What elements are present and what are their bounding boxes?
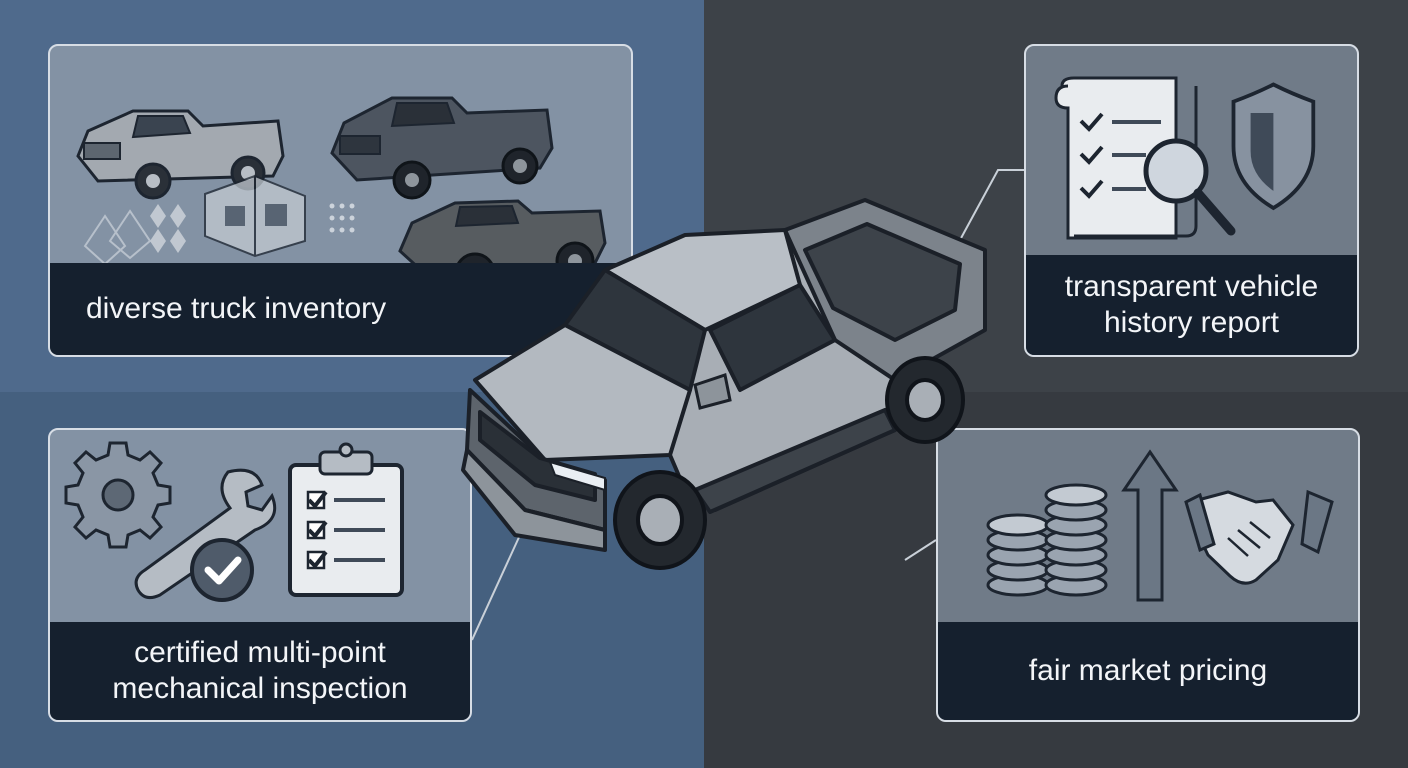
geometric-decoration-icon xyxy=(83,174,355,266)
inspection-illustration xyxy=(64,441,404,602)
magnifying-glass-icon xyxy=(1143,138,1236,236)
clipboard-checklist-icon xyxy=(288,442,404,597)
shield-icon xyxy=(1231,82,1316,211)
history-panel: transparent vehicle history report xyxy=(1024,44,1359,357)
truck-lineup-illustration xyxy=(76,96,607,266)
inspection-caption: certified multi-point mechanical inspect… xyxy=(50,622,470,720)
history-caption: transparent vehicle history report xyxy=(1026,255,1357,355)
inspection-label-line1: certified multi-point xyxy=(134,636,386,669)
report-document-icon xyxy=(1054,76,1198,240)
pricing-illustration xyxy=(986,449,1334,602)
pricing-panel: fair market pricing xyxy=(936,428,1360,722)
inspection-panel: certified multi-point mechanical inspect… xyxy=(48,428,472,722)
history-label-line2: history report xyxy=(1103,306,1280,339)
wrench-icon xyxy=(134,468,277,600)
central-pickup-truck-illustration xyxy=(461,198,987,570)
pickup-truck-icon xyxy=(330,96,554,200)
pricing-label: fair market pricing xyxy=(1028,654,1268,687)
checkmark-badge-icon xyxy=(190,538,254,602)
inventory-caption: diverse truck inventory xyxy=(50,263,631,355)
history-label-line1: transparent vehicle xyxy=(1064,270,1319,303)
inspection-label-line2: mechanical inspection xyxy=(112,672,408,705)
gear-icon xyxy=(64,441,172,549)
inventory-label: diverse truck inventory xyxy=(86,292,387,325)
handshake-icon xyxy=(1184,489,1334,585)
history-illustration xyxy=(1054,76,1316,240)
up-arrow-icon xyxy=(1121,449,1179,602)
pricing-caption: fair market pricing xyxy=(938,622,1358,720)
offroad-truck-icon xyxy=(398,199,607,266)
inventory-panel: diverse truck inventory xyxy=(48,44,633,357)
coin-stack-icon xyxy=(986,483,1108,597)
